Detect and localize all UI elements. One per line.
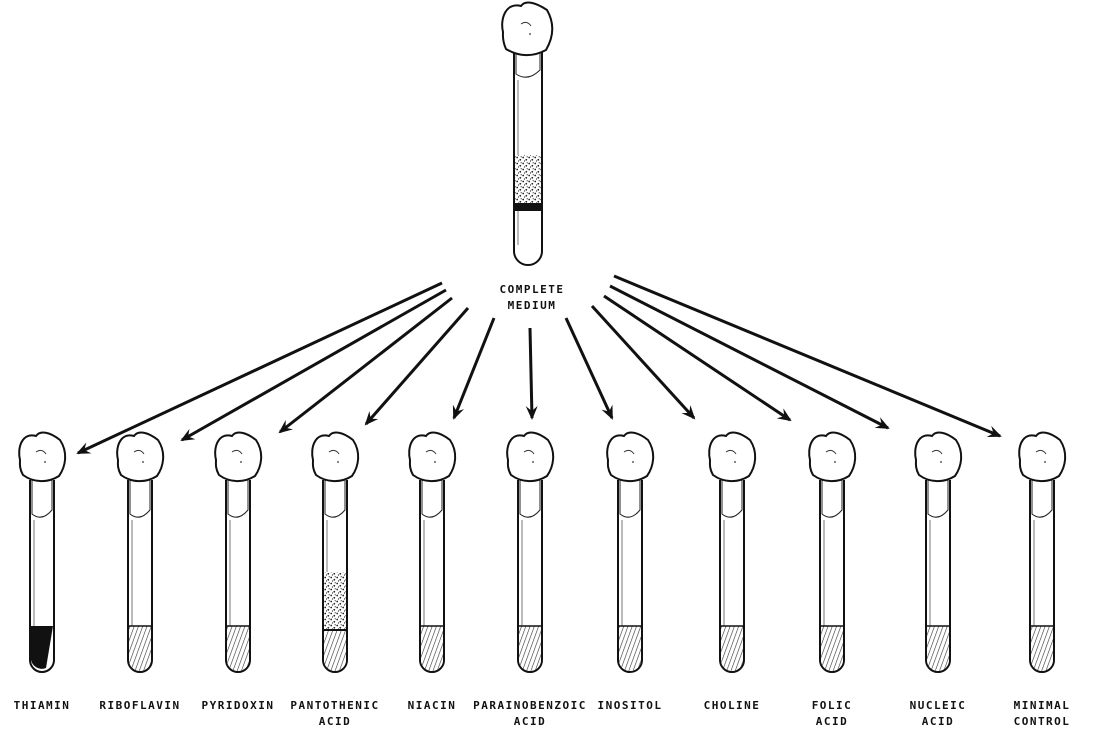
source-label: COMPLETE MEDIUM: [500, 282, 565, 314]
test-tube-1: [18, 431, 67, 673]
test-tube-9-cotton-plug: [808, 431, 857, 483]
tube-label-8: CHOLINE: [704, 698, 761, 714]
tube-label-6-line-1: PARAINOBENZOIC: [473, 699, 587, 712]
tube-label-10: NUCLEIC ACID: [910, 698, 967, 730]
tube-label-5-line-1: NIACIN: [407, 699, 457, 712]
test-tube-10-glass: [925, 480, 951, 673]
test-tube-1-sediment: [31, 626, 53, 669]
test-tube-5-glass: [419, 480, 445, 673]
test-tube-5-cotton-plug: [408, 431, 457, 483]
test-tube-2-glass: [127, 480, 153, 673]
test-tube-7-glass: [617, 480, 643, 673]
test-tube-7-sediment: [619, 626, 641, 671]
tube-label-10-line-2: ACID: [921, 715, 955, 728]
test-tube-11: [1018, 431, 1067, 673]
test-tube-4-cotton-plug: [311, 431, 360, 483]
tube-label-6: PARAINOBENZOIC ACID: [473, 698, 587, 730]
test-tube-2-sediment: [129, 626, 151, 671]
tube-label-4-line-2: ACID: [318, 715, 352, 728]
tube-label-3-line-1: PYRIDOXIN: [201, 699, 275, 712]
test-tube-6-glass: [517, 480, 543, 673]
test-tube-4: [311, 431, 360, 673]
test-tube-9-sediment: [821, 626, 843, 671]
test-tube-11-glass: [1029, 480, 1055, 673]
tube-label-3: PYRIDOXIN: [201, 698, 274, 714]
tube-label-11-line-1: MINIMAL: [1013, 699, 1071, 712]
test-tube-5: [408, 431, 457, 673]
test-tube-7-cotton-plug: [606, 431, 655, 483]
arrow-to-tube-3: [278, 296, 453, 434]
test-tube-3-cotton-plug: [214, 431, 263, 483]
test-tube-4-growth: [324, 572, 346, 630]
arrow-to-tube-2: [180, 288, 447, 442]
source-label-line-2: MEDIUM: [507, 299, 557, 312]
tube-label-7-line-1: INOSITOL: [597, 699, 663, 712]
test-tube-7: [606, 431, 655, 673]
tube-label-5: NIACIN: [408, 698, 457, 714]
test-tube-1-glass: [29, 480, 55, 673]
test-tube-8-cotton-plug: [708, 431, 757, 483]
arrow-to-tube-8: [590, 304, 696, 420]
tube-label-11-line-2: CONTROL: [1013, 715, 1071, 728]
test-tube-11-cotton-plug: [1018, 431, 1067, 483]
arrow-to-tube-7: [564, 317, 614, 420]
test-tube-9: [808, 431, 857, 673]
tube-label-4-line-1: PANTOTHENIC: [290, 699, 380, 712]
test-tube-2: [116, 431, 165, 673]
arrow-to-tube-4: [364, 307, 470, 426]
source-tube-cotton-plug: [501, 1, 554, 57]
test-tube-3-glass: [225, 480, 251, 673]
tube-label-7: INOSITOL: [598, 698, 663, 714]
arrow-to-tube-6: [525, 327, 538, 420]
arrow-to-tube-1: [76, 281, 443, 455]
arrow-to-tube-5: [452, 317, 496, 420]
test-tube-10: [914, 431, 963, 673]
test-tube-3-sediment: [227, 626, 249, 671]
test-tube-6-cotton-plug: [506, 431, 555, 483]
tube-label-2-line-1: RIBOFLAVIN: [99, 699, 181, 712]
tube-label-4: PANTOTHENIC ACID: [290, 698, 379, 730]
arrow-to-tube-11: [613, 274, 1002, 438]
test-tube-3: [214, 431, 263, 673]
test-tube-8-sediment: [721, 626, 743, 671]
source-tube-growth: [515, 155, 541, 203]
test-tube-10-cotton-plug: [914, 431, 963, 483]
arrow-group: [76, 274, 1002, 455]
source-label-line-1: COMPLETE: [499, 283, 565, 296]
test-tube-8: [708, 431, 757, 673]
test-tube-9-glass: [819, 480, 845, 673]
tube-label-11: MINIMAL CONTROL: [1014, 698, 1071, 730]
tube-label-9-line-2: ACID: [815, 715, 849, 728]
test-tube-6-sediment: [519, 626, 541, 671]
test-tube-5-sediment: [421, 626, 443, 671]
tube-label-10-line-1: NUCLEIC: [909, 699, 967, 712]
test-tube-4-sediment: [324, 630, 346, 671]
test-tube-1-cotton-plug: [18, 431, 67, 483]
source-tube: [501, 1, 554, 266]
arrow-to-tube-9: [603, 294, 792, 422]
tube-label-6-line-2: ACID: [513, 715, 547, 728]
tube-label-9: FOLIC ACID: [812, 698, 853, 730]
arrow-to-tube-10: [609, 284, 890, 430]
test-tube-6: [506, 431, 555, 673]
test-tube-8-glass: [719, 480, 745, 673]
test-tube-11-sediment: [1031, 626, 1053, 671]
tube-label-1-line-1: THIAMIN: [13, 699, 71, 712]
tube-label-1: THIAMIN: [14, 698, 71, 714]
test-tube-2-cotton-plug: [116, 431, 165, 483]
test-tube-10-sediment: [927, 626, 949, 671]
tube-label-8-line-1: CHOLINE: [703, 699, 761, 712]
tube-label-9-line-1: FOLIC: [811, 699, 853, 712]
tube-label-2: RIBOFLAVIN: [99, 698, 180, 714]
source-tube-growth-band: [515, 203, 541, 211]
